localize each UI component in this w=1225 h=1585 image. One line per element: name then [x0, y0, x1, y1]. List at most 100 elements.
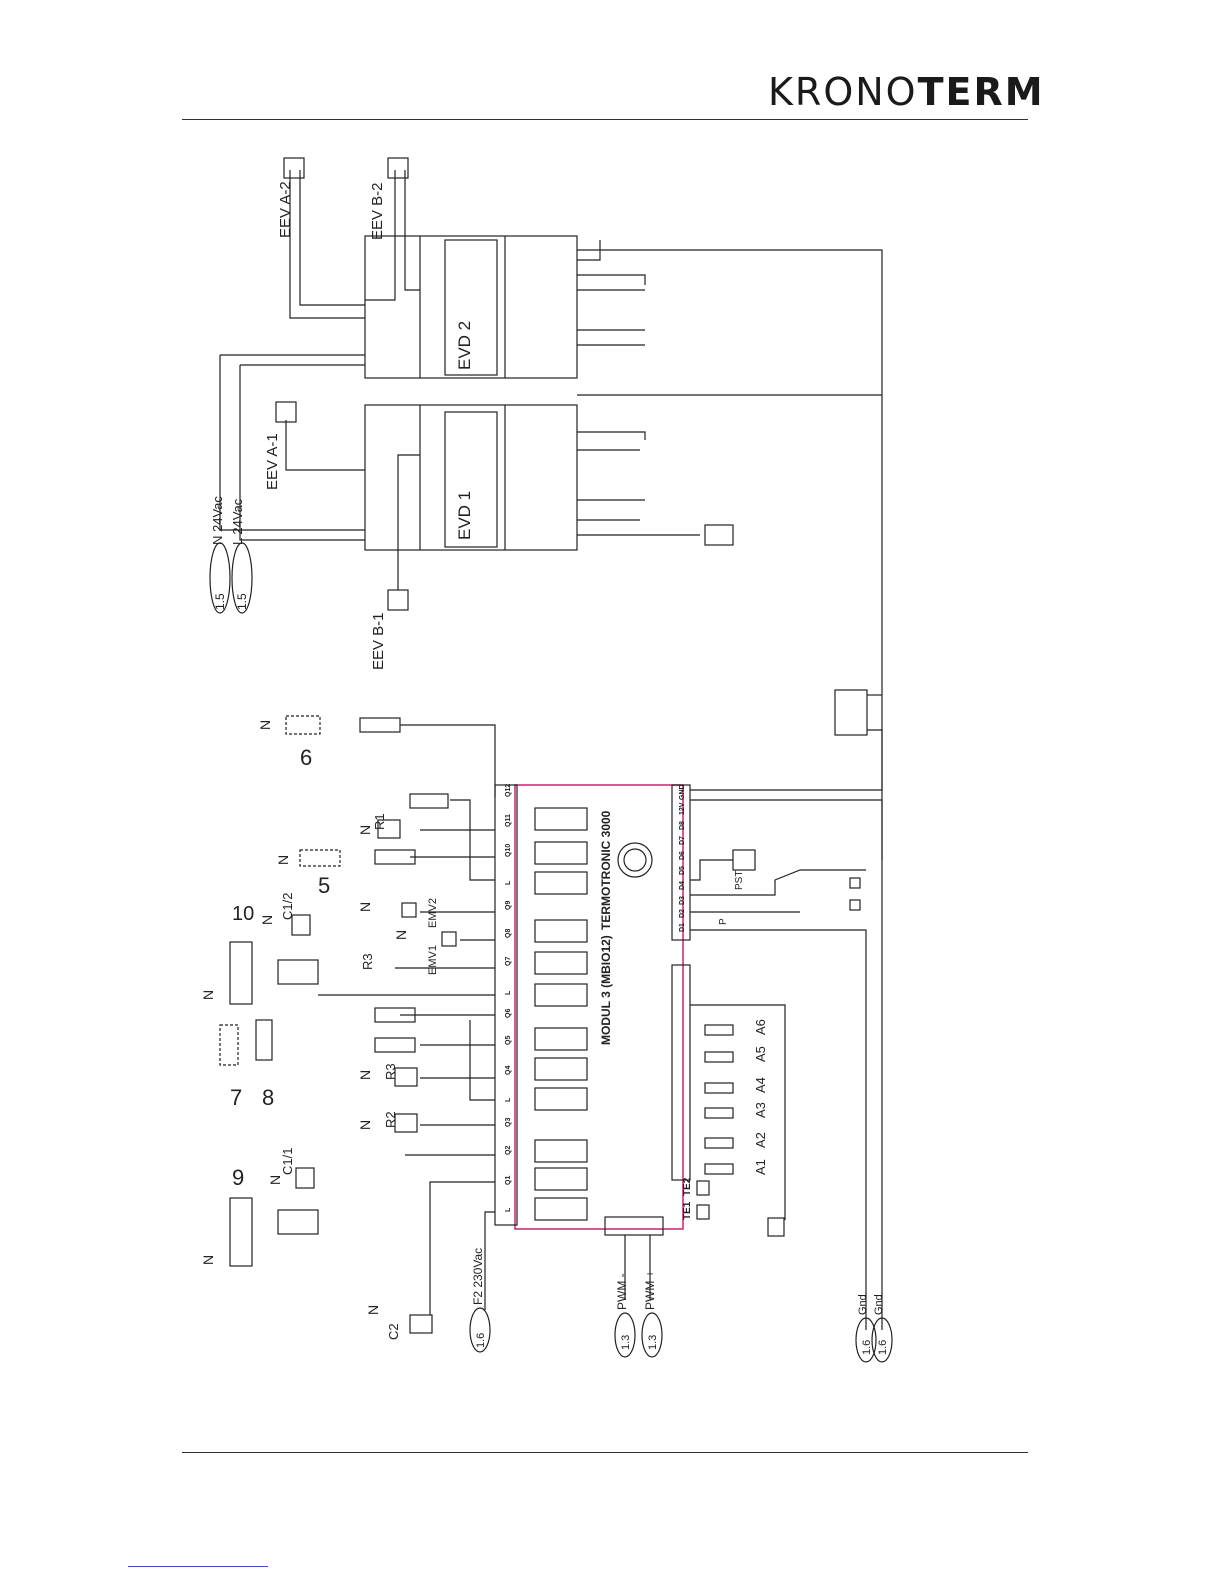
terminal-label: Q7	[505, 957, 512, 966]
conn-16a: 1.6	[861, 1340, 873, 1355]
conn-13b: 1.3	[647, 1335, 659, 1350]
terminal-label: D5	[679, 866, 686, 875]
label-l24: L 24Vac	[230, 498, 245, 545]
label-gnd1: Gnd	[857, 1294, 869, 1315]
label-eev-b2: EEV B-2	[369, 182, 386, 240]
terminal-strip-right	[494, 784, 518, 1226]
number-10: 10	[232, 903, 254, 925]
evd1-box	[364, 404, 578, 551]
number-8: 8	[262, 1085, 274, 1110]
terminal-label: Q6	[505, 1009, 512, 1018]
terminal-label: Q1	[505, 1176, 512, 1185]
label-pst: PST	[734, 871, 745, 890]
sensor-connector	[834, 689, 868, 736]
terminal-label: D6	[679, 851, 686, 860]
label-r1: R1	[372, 813, 387, 830]
label-emv2: EMV2	[427, 898, 439, 928]
terminal-label: Q5	[505, 1036, 512, 1045]
neutral-5: N	[393, 930, 409, 940]
terminal-label: L	[505, 1207, 512, 1212]
conn-15b: 1.5	[235, 593, 249, 610]
neutral-4: N	[357, 902, 373, 912]
label-pwm-plus: PWM +	[643, 1270, 657, 1310]
neutral-2: N	[357, 825, 373, 835]
conn-16b: 1.6	[877, 1340, 889, 1355]
number-7: 7	[230, 1085, 242, 1110]
label-eev-a1: EEV A-1	[264, 433, 281, 490]
terminal-label: Q8	[505, 929, 512, 938]
label-emv1: EMV1	[427, 945, 439, 975]
number-6: 6	[300, 745, 312, 770]
label-c11: C1/1	[280, 1148, 295, 1175]
neutral-3: N	[275, 855, 291, 865]
terminal-label: D1	[679, 923, 686, 932]
neutral-7: N	[200, 990, 216, 1000]
label-f2: F2 230Vac	[471, 1248, 485, 1305]
number-5: 5	[318, 873, 330, 898]
terminal-label: 12V	[679, 802, 686, 815]
terminal-label: Q9	[505, 901, 512, 910]
terminal-label: Q12	[505, 784, 512, 797]
sensor-resistors	[704, 1024, 734, 1175]
module-subtitle: MODUL 3 (MBIO12)	[599, 935, 613, 1045]
conn-16: 1.6	[475, 1333, 487, 1348]
neutral-11: N	[200, 1255, 216, 1265]
label-te1: TE1	[682, 1201, 693, 1220]
label-eev-b1: EEV B-1	[370, 612, 387, 670]
label-a1: A1	[753, 1159, 768, 1175]
terminal-label: D3	[679, 896, 686, 905]
label-r3b: R3	[383, 1063, 398, 1080]
terminal-label: L	[505, 1097, 512, 1102]
terminal-label: D8	[679, 821, 686, 830]
label-evd2: EVD 2	[455, 321, 474, 370]
footer-rule	[182, 1452, 1028, 1453]
terminal-label: D2	[679, 909, 686, 918]
label-a4: A4	[753, 1077, 768, 1093]
brand-logo: KRONOTERM	[768, 70, 1045, 114]
number-9: 9	[232, 1165, 244, 1190]
relay-blocks	[534, 807, 588, 1221]
neutral-12: N	[365, 1305, 381, 1315]
neutral-6: N	[259, 915, 275, 925]
label-a5: A5	[753, 1046, 768, 1062]
terminal-label: L	[505, 880, 512, 885]
label-a3: A3	[753, 1102, 768, 1118]
label-r3a: R3	[360, 953, 375, 970]
conn-13a: 1.3	[620, 1335, 632, 1350]
logo-regular: KRONO	[768, 70, 918, 114]
label-n24: N 24Vac	[210, 496, 225, 545]
footer-link[interactable]	[128, 1566, 268, 1567]
label-p: P	[718, 918, 729, 925]
terminal-label: D4	[679, 881, 686, 890]
neutral-1: N	[257, 720, 273, 730]
terminal-label: Q2	[505, 1146, 512, 1155]
terminal-label: Q10	[505, 844, 512, 857]
module-outline	[514, 784, 684, 1230]
evd2-box	[364, 235, 578, 379]
terminal-label: D7	[679, 836, 686, 845]
terminal-label: Q11	[505, 814, 512, 827]
label-evd1: EVD 1	[455, 491, 474, 540]
terminal-strip-analog	[671, 964, 691, 1181]
module-title: TERMOTRONIC 3000	[599, 810, 613, 930]
terminal-label: Q4	[505, 1066, 512, 1075]
neutral-9: N	[357, 1120, 373, 1130]
label-a6: A6	[753, 1019, 768, 1035]
neutral-10: N	[267, 1175, 283, 1185]
neutral-8: N	[357, 1070, 373, 1080]
label-te2: TE2	[682, 1177, 693, 1196]
module-knob	[617, 842, 653, 878]
terminal-strip-digital	[671, 784, 691, 941]
label-pwm-minus: PWM -	[615, 1273, 629, 1310]
logo-bold: TERM	[917, 70, 1045, 114]
conn-15a: 1.5	[213, 593, 227, 610]
terminal-label: GND	[679, 784, 686, 800]
label-gnd2: Gnd	[873, 1294, 885, 1315]
label-r2: R2	[383, 1111, 398, 1128]
label-a2: A2	[753, 1132, 768, 1148]
terminal-label: Q3	[505, 1118, 512, 1127]
terminal-label: L	[505, 990, 512, 995]
label-eev-a2: EEV A-2	[277, 181, 294, 238]
label-c2: C2	[386, 1323, 401, 1340]
